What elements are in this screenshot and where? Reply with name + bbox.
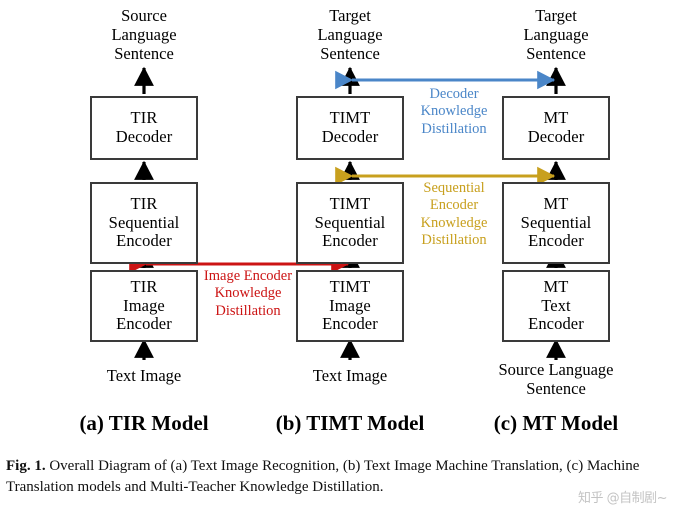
box-mt-seq-enc-line-2: Sequential [520, 212, 592, 232]
label-decoder-knowledge-distillation: Decoder Knowledge Distillation [420, 86, 488, 137]
box-timt-seq-enc-line-3: Encoder [322, 231, 378, 251]
box-tir-img-enc-line-3: Encoder [116, 314, 172, 334]
box-tir-decoder-line-1: TIR [130, 108, 158, 128]
figure-caption-body: Overall Diagram of (a) Text Image Recogn… [6, 458, 640, 496]
box-mt-seq-enc-line-1: MT [543, 194, 569, 214]
box-tir-image-encoder[interactable]: TIR Image Encoder [90, 270, 198, 342]
box-tir-decoder[interactable]: TIR Decoder [90, 96, 198, 160]
box-timt-decoder[interactable]: TIMT Decoder [296, 96, 404, 160]
box-tir-seq-enc-line-3: Encoder [116, 231, 172, 251]
box-timt-seq-enc-line-2: Sequential [314, 212, 386, 232]
timt-output-label: Target Language Sentence [317, 6, 383, 64]
box-timt-img-enc-line-3: Encoder [322, 314, 378, 334]
timt-input-label: Text Image [312, 366, 388, 385]
tir-input-label: Text Image [106, 366, 182, 385]
box-timt-decoder-line-2: Decoder [321, 127, 379, 146]
box-mt-decoder-line-2: Decoder [527, 127, 585, 146]
box-mt-txt-enc-line-3: Encoder [528, 314, 584, 334]
box-tir-sequential-encoder[interactable]: TIR Sequential Encoder [90, 182, 198, 264]
box-mt-text-encoder[interactable]: MT Text Encoder [502, 270, 610, 342]
box-mt-seq-enc-line-3: Encoder [528, 231, 584, 251]
box-timt-img-enc-line-1: TIMT [329, 277, 371, 297]
box-mt-sequential-encoder[interactable]: MT Sequential Encoder [502, 182, 610, 264]
box-mt-decoder-line-1: MT [543, 108, 569, 128]
box-tir-seq-enc-line-2: Sequential [108, 212, 180, 232]
box-timt-seq-enc-line-1: TIMT [329, 194, 371, 214]
box-tir-seq-enc-line-1: TIR [130, 194, 158, 214]
sub-caption-mt-model: (c) MT Model [493, 411, 619, 435]
mt-input-label: Source Language Sentence [498, 360, 614, 399]
box-tir-img-enc-line-2: Image [123, 295, 165, 315]
box-mt-txt-enc-line-1: MT [543, 277, 569, 297]
box-tir-decoder-line-2: Decoder [115, 127, 173, 146]
box-mt-txt-enc-line-2: Text [541, 295, 571, 315]
label-image-encoder-knowledge-distillation: Image Encoder Knowledge Distillation [203, 268, 293, 319]
label-sequential-encoder-knowledge-distillation: Sequential Encoder Knowledge Distillatio… [420, 180, 488, 249]
box-timt-img-enc-line-2: Image [329, 295, 371, 315]
tir-output-label: Source Language Sentence [111, 6, 177, 64]
box-timt-sequential-encoder[interactable]: TIMT Sequential Encoder [296, 182, 404, 264]
figure-caption: Fig. 1. Overall Diagram of (a) Text Imag… [6, 456, 690, 499]
box-timt-image-encoder[interactable]: TIMT Image Encoder [296, 270, 404, 342]
figure-caption-prefix: Fig. 1. [6, 458, 46, 474]
sub-caption-tir-model: (a) TIR Model [79, 411, 209, 435]
sub-caption-timt-model: (b) TIMT Model [275, 411, 425, 435]
box-mt-decoder[interactable]: MT Decoder [502, 96, 610, 160]
box-tir-img-enc-line-1: TIR [130, 277, 158, 297]
box-timt-decoder-line-1: TIMT [329, 108, 371, 128]
mt-output-label: Target Language Sentence [523, 6, 589, 64]
